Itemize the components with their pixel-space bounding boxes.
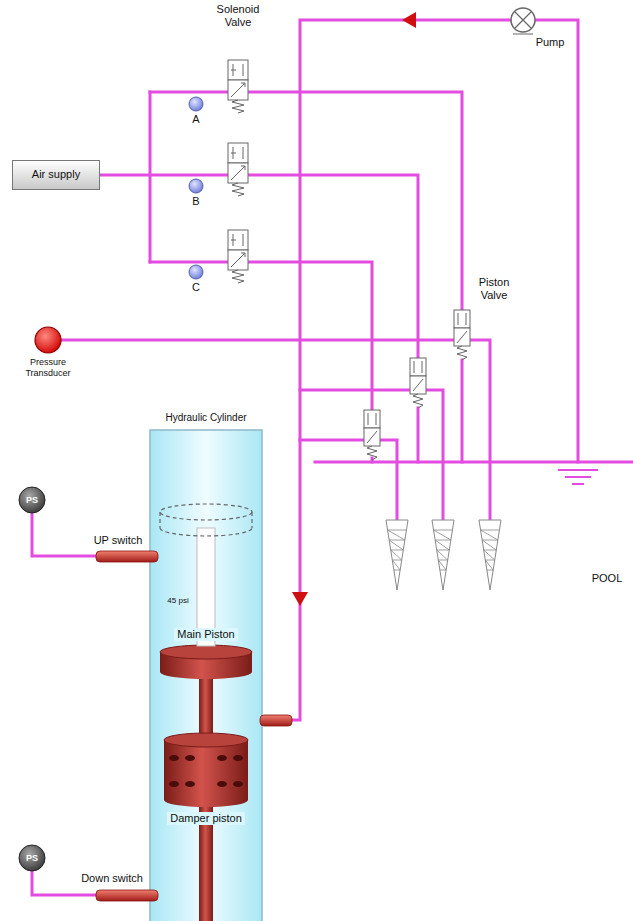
damper-piston	[185, 781, 195, 787]
switch-label: UP switch	[94, 534, 143, 547]
indicator-lamp	[189, 179, 203, 193]
valve-letter: B	[192, 195, 199, 208]
piston-up-position	[160, 504, 252, 536]
valve-letter: A	[192, 113, 199, 126]
pressure-value: 45 psi	[167, 596, 188, 606]
pump-symbol	[511, 8, 535, 34]
nozzle-cone	[386, 520, 408, 590]
pool-ground-symbol	[558, 470, 598, 484]
pool-label: POOL	[592, 572, 623, 585]
pressure-transducer-symbol	[35, 327, 61, 353]
damper-piston	[164, 793, 248, 807]
indicator-lamp	[189, 97, 203, 111]
piston-up-position	[160, 504, 252, 520]
pressure-switch: PS	[18, 844, 46, 872]
solenoid-valve	[228, 143, 248, 196]
pressure-switch: PS	[18, 486, 46, 514]
pipe	[292, 20, 511, 720]
pump-symbol	[513, 12, 533, 34]
pipe	[315, 461, 633, 464]
box-text: Air supply	[32, 168, 80, 181]
damper-piston	[233, 781, 243, 787]
nozzle-cone	[432, 520, 454, 590]
switch-sensor	[260, 715, 292, 726]
pipe	[248, 262, 372, 410]
valve-label: Piston Valve	[469, 276, 519, 302]
damper-piston	[217, 781, 227, 787]
pipe	[32, 20, 633, 895]
switch-circle	[19, 845, 45, 871]
piston-valve	[364, 410, 380, 460]
main-piston	[160, 645, 252, 659]
cylinder-label: Hydraulic Cylinder	[165, 412, 246, 424]
transducer-label: Pressure Transducer	[18, 357, 78, 379]
nozzle-cone	[386, 520, 501, 590]
piston-label: Main Piston	[174, 628, 237, 641]
indicator-lamp	[189, 97, 203, 279]
piston-up-position	[160, 512, 252, 528]
piston-valve	[410, 358, 426, 408]
pipe	[150, 261, 228, 264]
pipe	[417, 408, 420, 462]
pipe	[61, 340, 490, 520]
piston-up-position	[160, 528, 252, 536]
solenoid-valve	[228, 60, 248, 283]
hydraulic-cylinder	[150, 430, 262, 921]
damper-piston	[164, 733, 248, 747]
valve-label: Solenoid Valve	[209, 3, 267, 29]
piston-valve	[454, 310, 470, 360]
damper-piston	[164, 733, 248, 807]
pipe	[150, 91, 228, 94]
damper-piston	[185, 755, 195, 761]
pipe	[248, 175, 418, 358]
switch-code: PS	[26, 853, 38, 864]
flow-arrow	[402, 12, 416, 28]
hydraulic-cylinder	[150, 430, 262, 921]
piston-valve	[364, 310, 470, 460]
solenoid-valve	[228, 230, 248, 283]
pipe	[535, 20, 578, 462]
damper-piston	[169, 755, 243, 787]
flow-arrow	[292, 592, 308, 606]
damper-piston	[233, 755, 243, 761]
pipe	[100, 174, 228, 177]
nozzle-cone	[479, 520, 501, 590]
pipe	[300, 440, 397, 520]
switch-sensor	[96, 551, 158, 562]
switch-sensor	[96, 890, 158, 901]
switch-label: Down switch	[81, 872, 143, 885]
damper-piston	[169, 781, 179, 787]
pool-ground-symbol	[558, 470, 598, 484]
pressure-transducer-symbol	[35, 327, 61, 353]
air-supply-box: Air supply	[12, 160, 100, 190]
flow-arrow	[292, 12, 416, 606]
pipe	[300, 390, 443, 520]
solenoid-valve	[228, 60, 248, 113]
pipe	[461, 360, 464, 462]
piston-label: Damper piston	[167, 812, 245, 825]
switch-circle	[19, 487, 45, 513]
main-piston	[160, 645, 252, 679]
valve-letter: C	[192, 281, 200, 294]
pump-label: Pump	[536, 36, 565, 49]
switch-sensor	[96, 551, 292, 901]
main-piston	[160, 665, 252, 679]
indicator-lamp	[189, 265, 203, 279]
damper-piston	[169, 755, 179, 761]
switch-code: PS	[26, 495, 38, 506]
pipe	[149, 92, 152, 262]
pipe	[32, 514, 96, 556]
damper-piston	[217, 755, 227, 761]
pipe	[248, 92, 462, 310]
damper-piston	[164, 740, 248, 800]
